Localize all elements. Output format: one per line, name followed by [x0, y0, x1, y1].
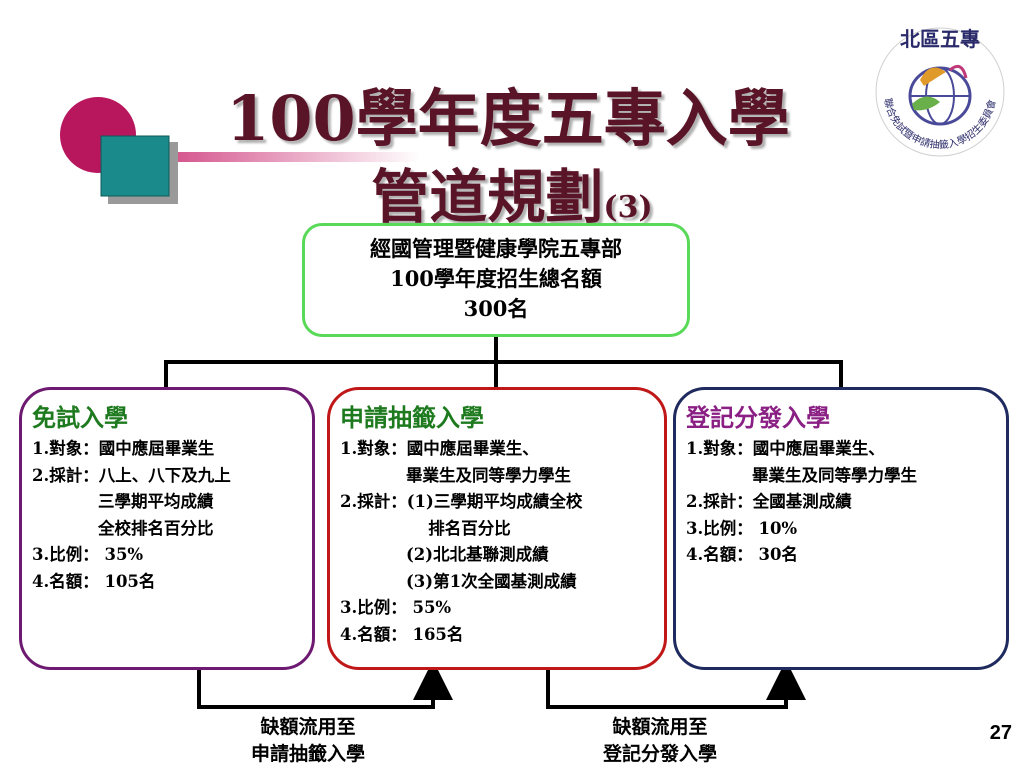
note-line: 缺額流用至	[612, 716, 708, 738]
card-title: 申請抽籤入學	[340, 403, 484, 432]
card-line: 全校排名百分比	[32, 518, 214, 538]
note-line: 申請抽籤入學	[250, 743, 365, 765]
card-title: 免試入學	[32, 403, 128, 432]
teal-square	[100, 135, 170, 197]
school-logo: 北區五專 聯合免試暨申請抽籤入學招生委員會	[875, 27, 1005, 157]
card-line: 三學期平均成績	[32, 492, 214, 511]
overflow-note-to-right: 缺額流用至 登記分發入學	[570, 714, 750, 768]
quota-year-label: 100學年度招生總名額	[390, 266, 602, 291]
card-line: 1.對象：國中應屆畢業生、	[340, 439, 539, 458]
total-quota-box: 經國管理暨健康學院五專部 100學年度招生總名額 300名	[302, 223, 690, 337]
card-line: 排名百分比	[340, 518, 511, 538]
card-line: 2.採計：全國基測成績	[686, 492, 852, 511]
card-title: 登記分發入學	[686, 403, 830, 432]
logo-top-text: 北區五專	[900, 27, 980, 51]
card-line: 2.採計：八上、八下及九上	[32, 465, 231, 485]
card-line: 3.比例： 55%	[340, 598, 452, 617]
subtitle-suffix: (3)	[603, 190, 653, 225]
slide-title: 100學年度五專入學	[226, 82, 790, 155]
title-decoration	[60, 97, 420, 204]
page-number: 27	[989, 722, 1012, 744]
card-line: 畢業生及同等學力學生	[340, 465, 571, 485]
school-name: 經國管理暨健康學院五專部	[370, 236, 622, 261]
slide-subtitle: 管道規劃(3)	[371, 163, 653, 231]
card-line: 4.名額： 105名	[32, 571, 156, 591]
card-line: 4.名額： 30名	[686, 545, 798, 564]
card-line: (2)北北基聯測成績	[340, 545, 549, 564]
card-line: 4.名額： 165名	[340, 624, 464, 644]
card-line: 1.對象：國中應屆畢業生、	[686, 439, 885, 458]
card-line: 1.對象：國中應屆畢業生	[32, 439, 215, 458]
note-line: 缺額流用至	[260, 716, 356, 738]
note-line: 登記分發入學	[602, 743, 717, 765]
card-exam-free-admission: 免試入學 1.對象：國中應屆畢業生 2.採計：八上、八下及九上 三學期平均成績 …	[19, 387, 315, 670]
overflow-note-to-mid: 缺額流用至 申請抽籤入學	[218, 714, 398, 768]
card-line: 畢業生及同等學力學生	[686, 465, 917, 485]
card-registration-admission: 登記分發入學 1.對象：國中應屆畢業生、 畢業生及同等學力學生 2.採計：全國基…	[673, 387, 1009, 670]
overflow-arrow-to-mid	[197, 660, 453, 709]
card-lottery-admission: 申請抽籤入學 1.對象：國中應屆畢業生、 畢業生及同等學力學生 2.採計：(1)…	[327, 387, 667, 670]
total-quota: 300名	[463, 296, 529, 321]
card-line: 2.採計：(1)三學期平均成績全校	[340, 492, 583, 511]
card-line: (3)第1次全國基測成績	[340, 571, 577, 591]
overflow-arrow-to-right	[546, 660, 806, 709]
card-line: 3.比例： 10%	[686, 518, 798, 538]
card-line: 3.比例： 35%	[32, 545, 144, 564]
gradient-bar	[100, 152, 420, 162]
